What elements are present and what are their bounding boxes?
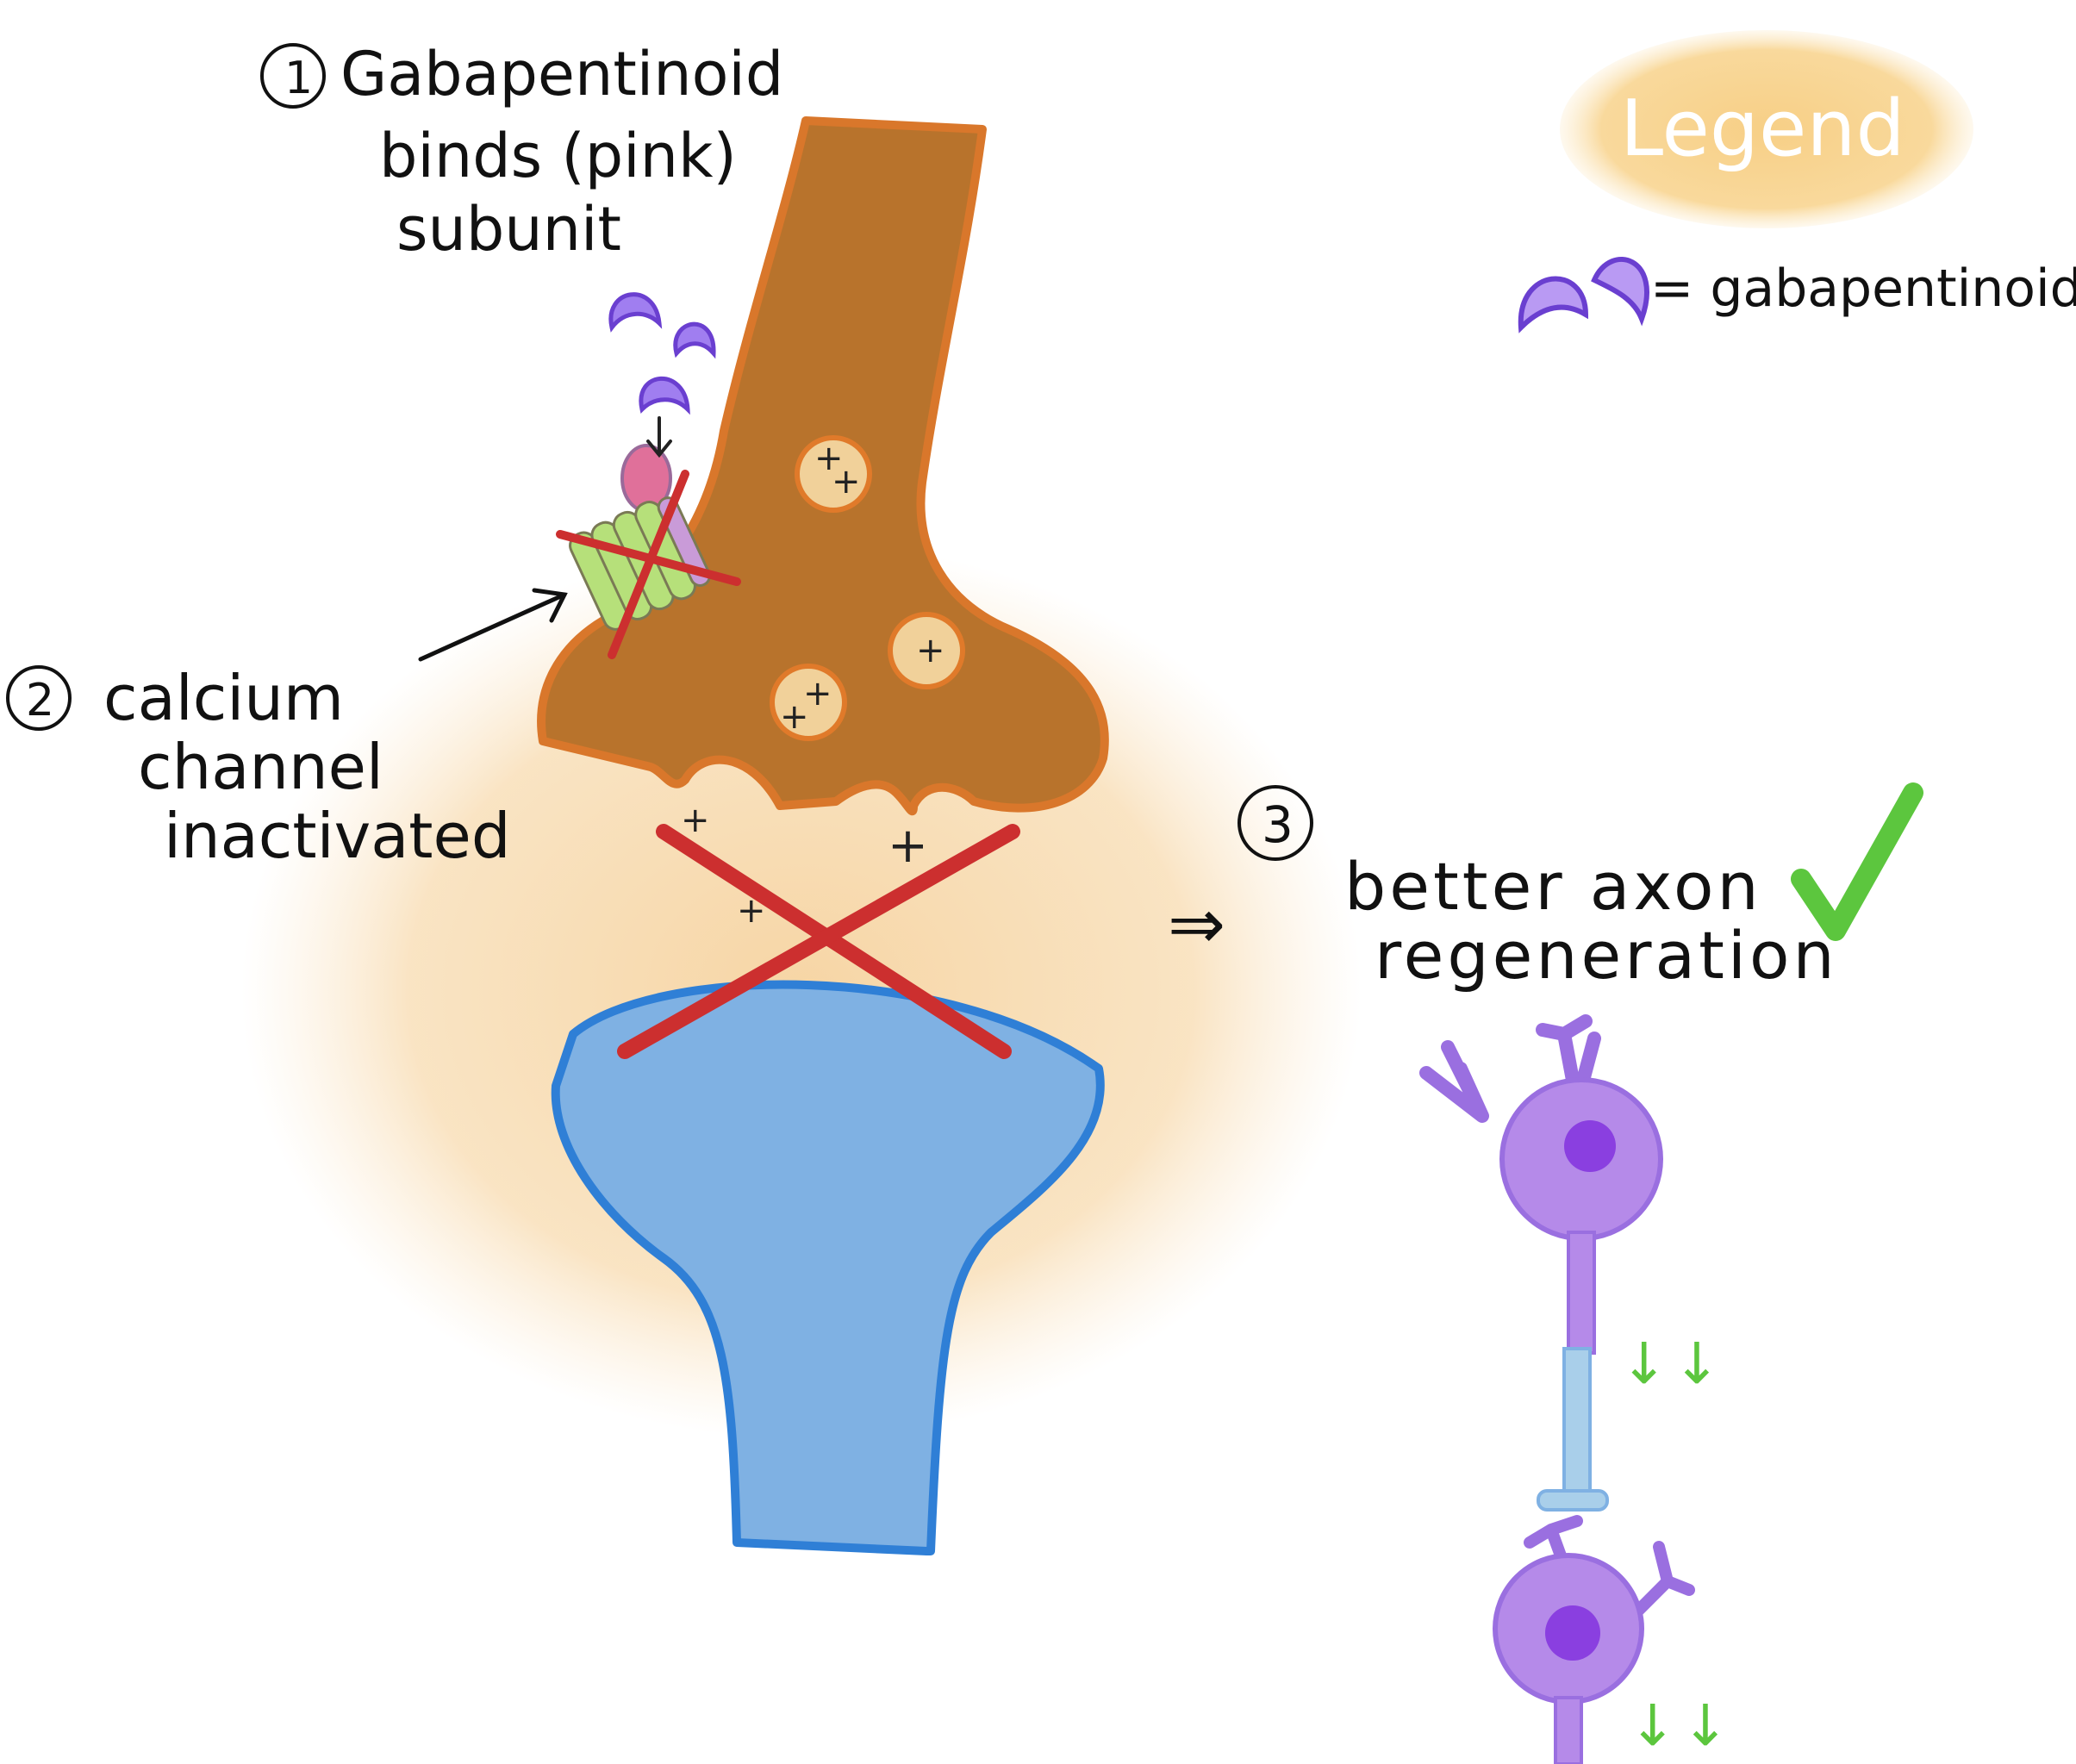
svg-text:3: 3 bbox=[1262, 795, 1294, 854]
channel-blocked-cross bbox=[556, 470, 741, 659]
svg-text:regeneration: regeneration bbox=[1375, 917, 1838, 994]
svg-text:+: + bbox=[814, 439, 844, 478]
gabapentinoid-molecule bbox=[608, 292, 663, 333]
svg-text:subunit: subunit bbox=[396, 194, 621, 265]
svg-text:+: + bbox=[832, 462, 861, 502]
vesicle: + + bbox=[770, 664, 847, 741]
step3-label: ⇒ 3 better axon regeneration bbox=[1168, 785, 1838, 994]
svg-text:better axon: better axon bbox=[1344, 848, 1762, 925]
step1-label: 1 Gabapentinoid binds (pink) subunit bbox=[260, 39, 783, 265]
neuron-lower bbox=[1493, 1515, 1695, 1764]
gabapentinoid-molecule bbox=[639, 376, 690, 415]
decrease-arrows: ↓↓ bbox=[1620, 1331, 1726, 1397]
step2-label: 2 calcium channel inactivated bbox=[6, 662, 511, 872]
svg-text:2: 2 bbox=[26, 675, 54, 726]
binding-arrow bbox=[646, 416, 672, 458]
vesicle: + bbox=[888, 612, 965, 689]
svg-text:channel: channel bbox=[138, 731, 383, 803]
neuron-upper bbox=[1419, 1014, 1663, 1512]
svg-text:⇒: ⇒ bbox=[1168, 884, 1225, 964]
legend: Legend = gabapentinoid bbox=[1518, 30, 2076, 333]
svg-text:Gabapentinoid: Gabapentinoid bbox=[340, 39, 783, 109]
svg-text:1: 1 bbox=[284, 53, 313, 104]
channel-pointer-arrow bbox=[418, 588, 568, 662]
svg-text:binds (pink): binds (pink) bbox=[379, 121, 737, 191]
svg-text:inactivated: inactivated bbox=[164, 800, 511, 872]
legend-title: Legend bbox=[1620, 84, 1905, 174]
legend-entry: = gabapentinoid bbox=[1650, 259, 2076, 319]
legend-bubble bbox=[1560, 30, 1973, 228]
transmission-blocked-cross bbox=[617, 824, 1020, 1059]
success-check-icon bbox=[1791, 782, 1923, 941]
decrease-arrows: ↓↓ bbox=[1629, 1692, 1735, 1759]
cleft-charge: + bbox=[888, 818, 928, 874]
svg-text:+: + bbox=[916, 631, 945, 670]
svg-text:+: + bbox=[803, 674, 832, 714]
vesicle: + + bbox=[795, 435, 872, 513]
cleft-charge: + bbox=[681, 801, 710, 840]
gabapentinoid-molecule bbox=[673, 321, 716, 359]
svg-text:+: + bbox=[780, 697, 809, 737]
gabapentinoid-legend-icon bbox=[1518, 256, 1649, 333]
svg-text:calcium: calcium bbox=[103, 662, 344, 734]
